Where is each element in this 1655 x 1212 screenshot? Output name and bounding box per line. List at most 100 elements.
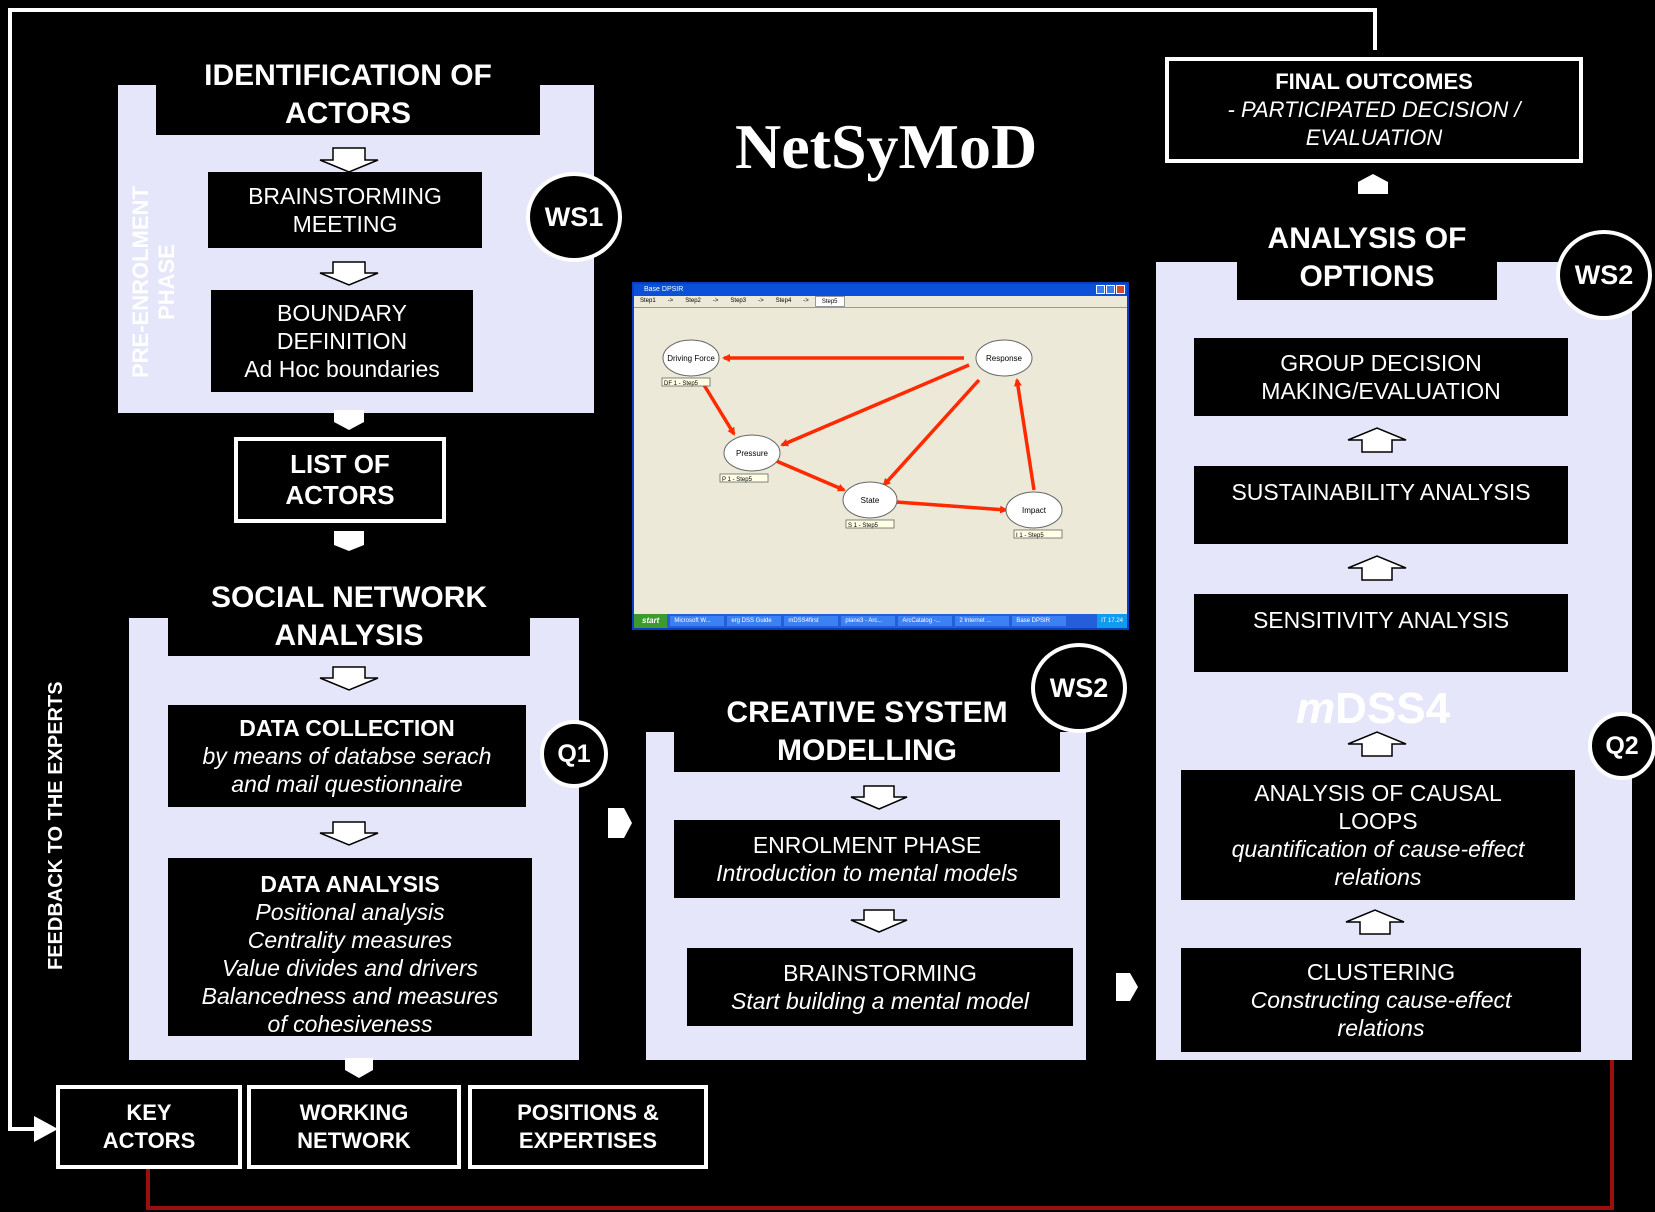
data-analysis-line-1: Positional analysis xyxy=(255,899,445,925)
maximize-icon[interactable] xyxy=(1106,285,1115,294)
tab-step4[interactable]: Step4 xyxy=(775,298,792,304)
edge-driving-pressure xyxy=(702,384,736,436)
clustering-box: CLUSTERING Constructing cause-effect rel… xyxy=(1181,948,1581,1052)
data-collection-box: DATA COLLECTION by means of databse sera… xyxy=(168,705,526,807)
boundary-definition-box: BOUNDARY DEFINITION Ad Hoc boundaries xyxy=(211,290,473,392)
final-outcomes-box: FINAL OUTCOMES - PARTICIPATED DECISION /… xyxy=(1165,57,1583,163)
window-title: Base DPSIR xyxy=(644,286,684,293)
working-network-text: WORKING NETWORK xyxy=(297,1100,411,1153)
edge-pressure-state xyxy=(773,458,846,492)
edge-state-impact xyxy=(895,500,1008,514)
tab-sep: -> xyxy=(758,298,764,304)
tab-step3[interactable]: Step3 xyxy=(730,298,747,304)
clustering-title: CLUSTERING xyxy=(1306,959,1456,985)
node-response-label: Response xyxy=(986,354,1023,363)
taskbar-item[interactable]: 2 Internet ... xyxy=(955,616,1010,626)
list-of-actors-box: LIST OF ACTORS xyxy=(234,437,446,523)
tag-driving-force xyxy=(661,377,711,387)
q1-badge: Q1 xyxy=(540,720,608,788)
taskbar-item[interactable]: Microsoft W... xyxy=(670,616,725,626)
positions-expertises-text: POSITIONS & EXPERTISES xyxy=(517,1100,659,1153)
feedback-arrowhead xyxy=(34,1116,58,1142)
data-analysis-box: DATA ANALYSIS Positional analysis Centra… xyxy=(168,858,532,1037)
group-decision-text: GROUP DECISION MAKING/EVALUATION xyxy=(1261,350,1501,404)
boundary-definition-text: BOUNDARY DEFINITION xyxy=(276,300,408,354)
csm-brainstorming-title: BRAINSTORMING xyxy=(783,960,977,986)
brainstorming-meeting-box: BRAINSTORMING MEETING xyxy=(208,172,482,248)
system-tray-clock: IT 17.24 xyxy=(1097,614,1127,628)
node-state xyxy=(842,481,898,519)
brainstorming-meeting-text: BRAINSTORMING MEETING xyxy=(248,183,442,237)
identification-header-text: IDENTIFICATION OF ACTORS xyxy=(204,59,492,130)
taskbar-item[interactable]: plane3 - Arc... xyxy=(841,616,896,626)
mdss4-rest: DSS4 xyxy=(1335,684,1451,733)
node-pressure-label: Pressure xyxy=(736,449,769,458)
enrolment-phase-sub: Introduction to mental models xyxy=(716,860,1018,886)
taskbar-item[interactable]: Base DPSIR xyxy=(1012,616,1067,626)
window-titlebar: Base DPSIR xyxy=(634,284,1127,296)
sna-header: SOCIAL NETWORK ANALYSIS xyxy=(168,578,530,656)
windows-taskbar: start Microsoft W... erg DSS Guide mDSS4… xyxy=(634,614,1127,628)
key-actors-box: KEY ACTORS xyxy=(56,1085,242,1169)
ws2-badge-csm: WS2 xyxy=(1031,643,1127,733)
csm-header: CREATIVE SYSTEM MODELLING xyxy=(674,692,1060,772)
sensitivity-box: SENSITIVITY ANALYSIS xyxy=(1194,594,1568,672)
edge-impact-response xyxy=(1013,378,1036,491)
edge-response-state xyxy=(882,378,981,487)
sensitivity-text: SENSITIVITY ANALYSIS xyxy=(1252,607,1510,633)
causal-loops-box: ANALYSIS OF CAUSAL LOOPS quantification … xyxy=(1181,770,1575,900)
feedback-label: FEEDBACK TO THE EXPERTS xyxy=(45,681,67,970)
tag-pressure-text: P 1 - Step5 xyxy=(722,477,753,483)
enrolment-phase-box: ENROLMENT PHASE Introduction to mental m… xyxy=(674,820,1060,898)
data-analysis-line-3: Value divides and drivers xyxy=(221,955,479,981)
data-analysis-line-2: Centrality measures xyxy=(247,927,453,953)
pre-enrolment-label: PRE-ENROLMENT PHASE xyxy=(128,186,180,378)
dpsir-screenshot-window: Base DPSIR Step1 -> Step2 -> Step3 -> St… xyxy=(632,282,1129,630)
close-icon[interactable] xyxy=(1116,285,1125,294)
node-impact xyxy=(1005,491,1063,529)
clustering-sub: Constructing cause-effect relations xyxy=(1250,987,1512,1041)
ws2-badge-options: WS2 xyxy=(1556,230,1652,320)
options-header: ANALYSIS OF OPTIONS xyxy=(1237,216,1497,300)
csm-brainstorming-sub: Start building a mental model xyxy=(731,988,1029,1014)
node-impact-label: Impact xyxy=(1022,506,1047,515)
list-of-actors-text: LIST OF ACTORS xyxy=(285,449,395,510)
taskbar-item[interactable]: ArcCatalog -... xyxy=(898,616,953,626)
options-header-text: ANALYSIS OF OPTIONS xyxy=(1267,222,1467,293)
boundary-definition-sub: Ad Hoc boundaries xyxy=(244,356,440,382)
tag-state xyxy=(845,519,895,529)
node-pressure xyxy=(723,434,781,472)
data-collection-title: DATA COLLECTION xyxy=(239,715,455,741)
taskbar-item[interactable]: mDSS4first xyxy=(784,616,839,626)
node-driving-force-label: Driving Force xyxy=(667,354,715,363)
key-actors-text: KEY ACTORS xyxy=(102,1100,196,1153)
data-collection-sub: by means of databse serach and mail ques… xyxy=(202,743,492,797)
step-tabs: Step1 -> Step2 -> Step3 -> Step4 -> Step… xyxy=(634,296,1127,308)
minimize-icon[interactable] xyxy=(1096,285,1105,294)
taskbar-item[interactable]: erg DSS Guide xyxy=(727,616,782,626)
mdss4-label: mDSS4 xyxy=(1296,684,1450,734)
tag-state-text: S 1 - Step5 xyxy=(848,523,879,529)
node-driving-force xyxy=(662,339,720,377)
csm-brainstorming-box: BRAINSTORMING Start building a mental mo… xyxy=(687,948,1073,1026)
sna-header-text: SOCIAL NETWORK ANALYSIS xyxy=(210,581,488,652)
causal-loops-sub: quantification of cause-effect relations xyxy=(1231,836,1525,890)
data-analysis-title: DATA ANALYSIS xyxy=(260,871,440,897)
node-response xyxy=(975,339,1033,377)
edge-response-pressure xyxy=(780,363,970,447)
causal-loops-title: ANALYSIS OF CAUSAL LOOPS xyxy=(1254,780,1502,834)
tab-step1[interactable]: Step1 xyxy=(640,298,656,304)
enrolment-phase-title: ENROLMENT PHASE xyxy=(752,832,982,858)
identification-header: IDENTIFICATION OF ACTORS xyxy=(156,55,540,135)
tab-sep: -> xyxy=(667,298,674,304)
tab-step2[interactable]: Step2 xyxy=(685,298,701,304)
positions-expertises-box: POSITIONS & EXPERTISES xyxy=(468,1085,708,1169)
tab-step5[interactable]: Step5 xyxy=(814,296,845,307)
start-button[interactable]: start xyxy=(634,614,668,628)
ws1-badge: WS1 xyxy=(526,172,622,262)
dpsir-graph: Driving Force Response Pressure State Im… xyxy=(661,339,1063,539)
q2-badge: Q2 xyxy=(1588,712,1655,780)
group-decision-box: GROUP DECISION MAKING/EVALUATION xyxy=(1194,338,1568,416)
tab-sep: -> xyxy=(712,298,719,304)
feedback-loop-line xyxy=(8,8,1377,1131)
